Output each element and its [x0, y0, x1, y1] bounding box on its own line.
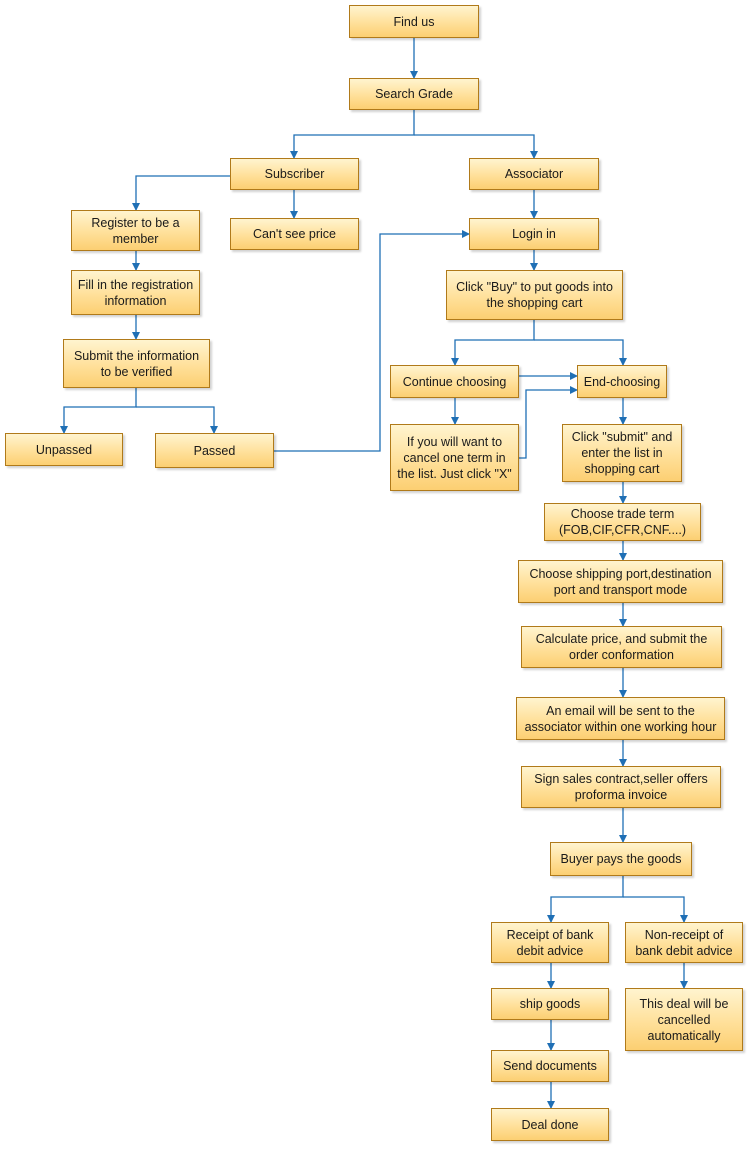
node-unpassed: Unpassed — [5, 433, 123, 466]
node-associator: Associator — [469, 158, 599, 190]
node-cant-see-price-label: Can't see price — [253, 227, 336, 241]
node-submit-info: Submit the information to be verified — [63, 339, 210, 388]
node-trade-term: Choose trade term (FOB,CIF,CFR,CNF....) — [544, 503, 701, 541]
node-click-submit: Click "submit" and enter the list in sho… — [562, 424, 682, 482]
arrow-buyerpays-nonreceipt — [623, 896, 688, 923]
node-non-receipt: Non-receipt of bank debit advice — [625, 922, 743, 963]
node-calc-price: Calculate price, and submit the order co… — [521, 626, 722, 668]
node-deal-done: Deal done — [491, 1108, 609, 1141]
node-register-label: Register to be a member — [91, 215, 180, 246]
node-fill-info: Fill in the registration information — [71, 270, 200, 315]
node-deal-cancelled: This deal will be cancelled automaticall… — [625, 988, 743, 1051]
node-fill-info-label: Fill in the registration information — [77, 277, 194, 308]
node-subscriber-label: Subscriber — [264, 167, 325, 181]
node-buyer-pays-label: Buyer pays the goods — [560, 852, 682, 866]
node-associator-label: Associator — [504, 167, 564, 181]
node-cant-see-price: Can't see price — [230, 218, 359, 250]
node-sign-contract: Sign sales contract,seller offers profor… — [521, 766, 721, 808]
node-deal-cancelled-label: This deal will be cancelled automaticall… — [639, 996, 729, 1043]
arrow-searchgrade-associator — [414, 134, 538, 159]
node-send-docs: Send documents — [491, 1050, 609, 1082]
node-receipt: Receipt of bank debit advice — [491, 922, 609, 963]
arrow-clickbuy-continue — [451, 320, 535, 366]
node-email: An email will be sent to the associator … — [516, 697, 725, 740]
node-send-docs-label: Send documents — [503, 1059, 597, 1073]
node-passed-label: Passed — [193, 443, 236, 458]
arrow-searchgrade-subscriber — [290, 110, 415, 159]
node-subscriber: Subscriber — [230, 158, 359, 190]
node-find-us: Find us — [349, 5, 479, 38]
arrow-subscriber-register — [132, 175, 230, 211]
arrow-buyerpays-receipt — [547, 876, 624, 923]
node-deal-done-label: Deal done — [521, 1117, 579, 1132]
node-cancel-term-label: If you will want to cancel one term in t… — [397, 434, 512, 481]
node-register: Register to be a member — [71, 210, 200, 251]
arrow-cancel-endchoosing — [519, 386, 578, 459]
node-ship-goods: ship goods — [491, 988, 609, 1020]
node-shipping-port-label: Choose shipping port,destination port an… — [529, 566, 712, 597]
node-end-choosing: End-choosing — [577, 365, 667, 398]
arrow-passed-login — [274, 230, 470, 452]
node-submit-info-label: Submit the information to be verified — [73, 348, 200, 379]
node-unpassed-label: Unpassed — [35, 442, 93, 457]
node-search-grade-label: Search Grade — [375, 87, 453, 101]
node-login-label: Login in — [512, 227, 556, 241]
arrow-submit-passed — [136, 406, 218, 434]
node-receipt-label: Receipt of bank debit advice — [506, 927, 594, 958]
node-shipping-port: Choose shipping port,destination port an… — [518, 560, 723, 603]
node-continue-choosing-label: Continue choosing — [402, 374, 507, 389]
node-cancel-term: If you will want to cancel one term in t… — [390, 424, 519, 491]
node-email-label: An email will be sent to the associator … — [524, 703, 717, 734]
arrow-clickbuy-endchoosing — [534, 339, 627, 366]
node-click-buy: Click "Buy" to put goods into the shoppi… — [446, 270, 623, 320]
node-search-grade: Search Grade — [349, 78, 479, 110]
node-sign-contract-label: Sign sales contract,seller offers profor… — [534, 772, 708, 802]
node-click-buy-label: Click "Buy" to put goods into the shoppi… — [456, 280, 613, 310]
node-buyer-pays: Buyer pays the goods — [550, 842, 692, 876]
node-find-us-label: Find us — [393, 14, 435, 29]
node-trade-term-label: Choose trade term (FOB,CIF,CFR,CNF....) — [558, 507, 687, 537]
node-ship-goods-label: ship goods — [519, 997, 581, 1011]
node-calc-price-label: Calculate price, and submit the order co… — [535, 632, 708, 662]
node-non-receipt-label: Non-receipt of bank debit advice — [635, 927, 733, 958]
node-login: Login in — [469, 218, 599, 250]
node-continue-choosing: Continue choosing — [390, 365, 519, 398]
arrow-submit-unpassed — [60, 388, 137, 434]
node-passed: Passed — [155, 433, 274, 468]
node-end-choosing-label: End-choosing — [583, 374, 661, 389]
node-click-submit-label: Click "submit" and enter the list in sho… — [571, 430, 673, 476]
